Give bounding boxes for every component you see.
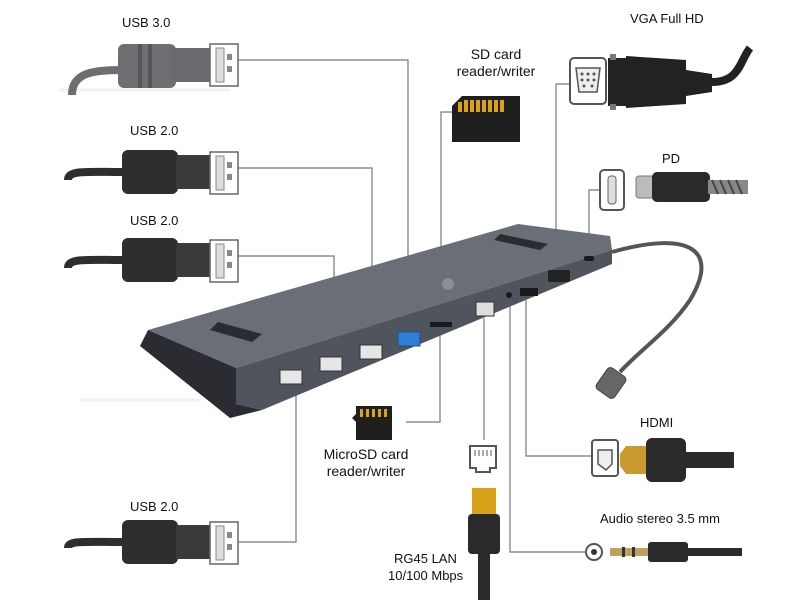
usb20-cable-b xyxy=(64,238,239,283)
label-audio: Audio stereo 3.5 mm xyxy=(600,511,720,526)
usb30-cable xyxy=(68,43,239,96)
label-lan: RG45 LAN 10/100 Mbps xyxy=(388,550,463,584)
dock-usbc-cable xyxy=(611,241,704,374)
microsd-card-icon xyxy=(352,406,392,440)
label-hdmi: HDMI xyxy=(640,415,674,430)
label-pd: PD xyxy=(662,151,681,166)
usb20-cable-c xyxy=(64,520,239,565)
ethernet-cable xyxy=(468,445,500,600)
docking-station xyxy=(140,224,704,418)
label-usb30: USB 3.0 xyxy=(122,15,171,30)
ethernet-port-icon xyxy=(475,301,495,317)
hdmi-cable xyxy=(591,438,734,482)
microsd-slot-icon xyxy=(430,322,452,327)
audio-port-icon xyxy=(506,292,512,298)
callout-line-vga xyxy=(555,83,570,262)
callout-line-pd xyxy=(588,189,600,248)
label-vga: VGA Full HD xyxy=(630,11,704,26)
callout-line-usb30 xyxy=(238,59,409,332)
audio-cable xyxy=(585,542,742,562)
usb3-port-icon xyxy=(397,331,421,347)
usb20-cable-a xyxy=(64,150,239,195)
dock-logo-icon xyxy=(442,278,454,290)
sd-card-icon xyxy=(452,96,520,142)
vga-cable xyxy=(569,45,754,110)
callout-lines xyxy=(238,59,600,553)
label-sd-line1: SD card xyxy=(470,46,522,62)
callout-line-sd xyxy=(440,111,452,312)
label-microsd: MicroSD card reader/writer xyxy=(306,446,426,480)
label-usb20-c: USB 2.0 xyxy=(130,499,179,514)
label-sd-line2: reader/writer xyxy=(456,63,536,79)
label-microsd-line1: MicroSD card xyxy=(323,446,409,462)
usbc-port-icon xyxy=(584,256,594,261)
label-microsd-line2: reader/writer xyxy=(326,463,406,479)
usb-port-icon xyxy=(279,369,303,385)
callout-line-usb20-c xyxy=(238,388,297,543)
hdmi-port-icon xyxy=(520,288,538,296)
usb-port-icon xyxy=(359,344,383,360)
dock-ports xyxy=(279,256,594,385)
label-sd-card: SD card reader/writer xyxy=(446,46,546,80)
vga-port-icon xyxy=(548,270,570,282)
label-usb20-b: USB 2.0 xyxy=(130,213,179,228)
pd-cable xyxy=(599,169,748,211)
label-lan-line1: RG45 LAN xyxy=(394,551,457,566)
usb-port-icon xyxy=(319,356,343,372)
callout-line-microsd xyxy=(406,330,441,423)
label-usb20-a: USB 2.0 xyxy=(130,123,179,138)
label-lan-line2: 10/100 Mbps xyxy=(388,568,464,583)
callout-line-audio xyxy=(509,298,590,553)
callout-line-hdmi xyxy=(525,300,592,457)
